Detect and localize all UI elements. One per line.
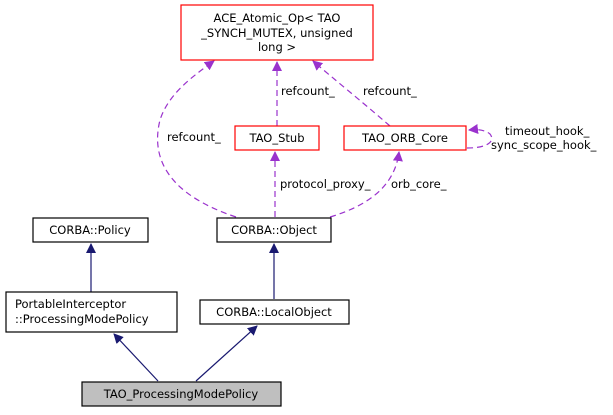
- node-processing-mode-policy[interactable]: PortableInterceptor ::ProcessingModePoli…: [5, 291, 178, 333]
- edge-label-refcount: refcount_: [363, 84, 417, 98]
- svg-text:TAO_Stub: TAO_Stub: [249, 131, 305, 145]
- node-corba-local-object[interactable]: CORBA::LocalObject: [199, 299, 350, 325]
- node-corba-object[interactable]: CORBA::Object: [216, 217, 332, 243]
- edge-label-timeout-hook: timeout_hook_: [505, 124, 590, 138]
- svg-text:TAO_ProcessingModePolicy: TAO_ProcessingModePolicy: [103, 387, 259, 401]
- svg-text:::ProcessingModePolicy: ::ProcessingModePolicy: [15, 312, 149, 326]
- edge-orb-ace-refcount: [312, 60, 391, 127]
- edge-main-pmp: [113, 333, 159, 382]
- node-corba-policy[interactable]: CORBA::Policy: [32, 217, 149, 243]
- edge-object-ace-refcount: [156, 60, 237, 218]
- svg-text:long >: long >: [258, 40, 296, 54]
- svg-text:CORBA::LocalObject: CORBA::LocalObject: [216, 305, 332, 319]
- svg-text:TAO_ORB_Core: TAO_ORB_Core: [361, 131, 448, 145]
- node-tao-orb-core[interactable]: TAO_ORB_Core: [343, 125, 467, 151]
- edge-orb-self: [466, 124, 493, 149]
- svg-text:PortableInterceptor: PortableInterceptor: [15, 297, 126, 311]
- svg-text:ACE_Atomic_Op< TAO: ACE_Atomic_Op< TAO: [214, 11, 341, 25]
- edge-main-local: [195, 325, 258, 382]
- edge-label-orb-core: orb_core_: [391, 177, 447, 191]
- edge-object-orb: [329, 151, 403, 218]
- node-ace-atomic-op[interactable]: ACE_Atomic_Op< TAO _SYNCH_MUTEX, unsigne…: [180, 4, 374, 61]
- svg-text:CORBA::Object: CORBA::Object: [231, 223, 317, 237]
- node-tao-stub[interactable]: TAO_Stub: [234, 125, 320, 151]
- svg-text:_SYNCH_MUTEX, unsigned: _SYNCH_MUTEX, unsigned: [200, 26, 353, 40]
- edge-label-sync-scope-hook: sync_scope_hook_: [491, 138, 597, 152]
- edge-label-refcount: refcount_: [167, 130, 221, 144]
- edge-label-protocol-proxy: protocol_proxy_: [280, 177, 371, 191]
- edge-label-refcount: refcount_: [281, 84, 335, 98]
- svg-text:CORBA::Policy: CORBA::Policy: [49, 223, 131, 237]
- node-tao-processing-mode-policy: TAO_ProcessingModePolicy: [81, 381, 282, 407]
